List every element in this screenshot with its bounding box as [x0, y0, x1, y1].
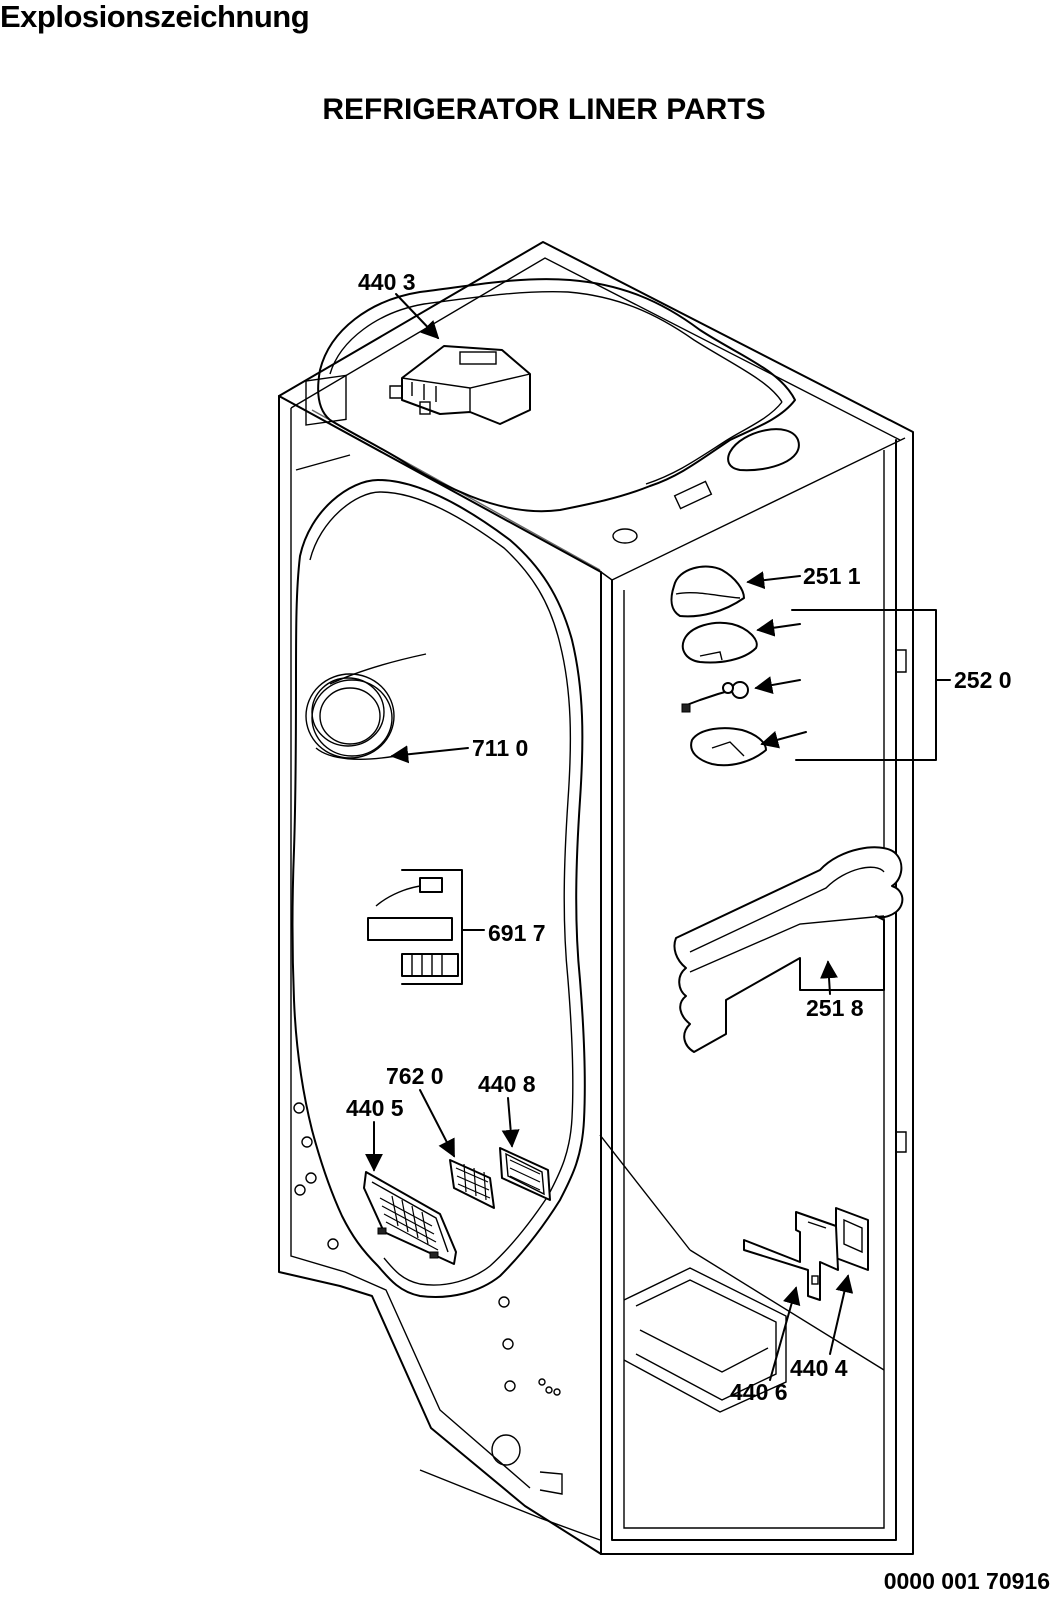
part-440-8 [499, 1147, 551, 1201]
document-heading: Explosionszeichnung [0, 0, 310, 34]
callout-440-4: 440 4 [790, 1355, 848, 1381]
part-251-1 [670, 565, 745, 618]
leader-440-8 [501, 1097, 520, 1148]
part-252-0 [681, 621, 767, 767]
callout-762-0: 762 0 [386, 1063, 444, 1089]
leader-251-1 [746, 571, 801, 590]
callout-251-8: 251 8 [806, 995, 864, 1021]
drawing-number: 0000 001 70916 [883, 1568, 1050, 1594]
bracket-252-0 [791, 609, 937, 761]
callout-440-6: 440 6 [730, 1379, 788, 1405]
part-711-0 [305, 653, 427, 760]
diagram-title: REFRIGERATOR LINER PARTS [322, 93, 766, 126]
part-762-0 [449, 1159, 495, 1209]
leader-440-6 [769, 1286, 801, 1381]
callout-711-0: 711 0 [472, 735, 528, 761]
leader-251-8 [820, 960, 838, 995]
part-440-6 [743, 1211, 839, 1301]
leader-252-0-b [754, 676, 801, 694]
part-691-7 [367, 869, 463, 985]
cutaway-outline [291, 278, 796, 1298]
callout-252-0: 252 0 [954, 667, 1012, 693]
callout-691-7: 691 7 [488, 920, 546, 946]
callout-440-5: 440 5 [346, 1095, 404, 1121]
callout-440-3: 440 3 [358, 269, 416, 295]
part-440-5 [363, 1171, 457, 1265]
part-440-4 [835, 1207, 869, 1271]
leader-762-0 [419, 1089, 455, 1158]
callout-440-8: 440 8 [478, 1071, 536, 1097]
leader-252-0-a [756, 618, 801, 637]
leader-252-0-c [760, 731, 807, 749]
callout-251-1: 251 1 [803, 563, 861, 589]
part-251-8 [673, 846, 904, 1053]
leader-440-3 [395, 293, 440, 340]
part-440-3 [389, 345, 531, 425]
leader-440-4 [829, 1274, 854, 1355]
leader-711-0 [390, 745, 469, 764]
